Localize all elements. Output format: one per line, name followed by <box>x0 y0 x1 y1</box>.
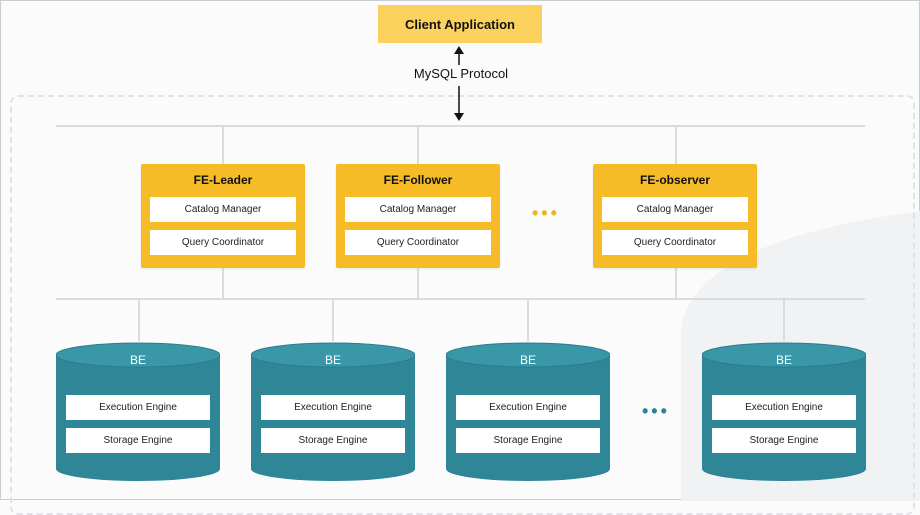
catalog-manager-box: Catalog Manager <box>602 197 748 222</box>
be-node: BE Execution Engine Storage Engine <box>446 341 610 481</box>
storage-engine-box: Storage Engine <box>456 428 600 453</box>
fe-title: FE-observer <box>639 173 711 187</box>
query-coordinator-box: Query Coordinator <box>345 230 491 255</box>
be-node: BE Execution Engine Storage Engine <box>251 341 415 481</box>
storage-engine-box: Storage Engine <box>66 428 210 453</box>
be-title: BE <box>324 353 341 367</box>
be-title: BE <box>129 353 146 367</box>
protocol-label: MySQL Protocol <box>413 66 509 81</box>
fe-follower-node: FE-Follower Catalog Manager Query Coordi… <box>336 164 500 268</box>
be-title: BE <box>775 353 792 367</box>
execution-engine-box: Execution Engine <box>712 395 856 420</box>
fe-observer-node: FE-observer Catalog Manager Query Coordi… <box>593 164 757 268</box>
catalog-manager-box: Catalog Manager <box>150 197 296 222</box>
execution-engine-box: Execution Engine <box>456 395 600 420</box>
connector-lines <box>56 125 865 341</box>
execution-engine-box: Execution Engine <box>261 395 405 420</box>
be-ellipsis: ••• <box>642 401 670 421</box>
be-node: BE Execution Engine Storage Engine <box>56 341 220 481</box>
be-node: BE Execution Engine Storage Engine <box>702 341 866 481</box>
client-application-box: Client Application <box>378 5 542 43</box>
be-title: BE <box>519 353 536 367</box>
arrow-down-icon <box>454 113 464 121</box>
catalog-manager-box: Catalog Manager <box>345 197 491 222</box>
fe-title: FE-Follower <box>383 173 453 187</box>
fe-ellipsis: ••• <box>532 203 560 223</box>
fe-leader-node: FE-Leader Catalog Manager Query Coordina… <box>141 164 305 268</box>
query-coordinator-box: Query Coordinator <box>602 230 748 255</box>
client-application-label: Client Application <box>404 16 516 32</box>
storage-engine-box: Storage Engine <box>261 428 405 453</box>
arrow-up-icon <box>454 46 464 54</box>
fe-title: FE-Leader <box>193 173 253 187</box>
execution-engine-box: Execution Engine <box>66 395 210 420</box>
storage-engine-box: Storage Engine <box>712 428 856 453</box>
protocol-arrows <box>454 46 464 121</box>
query-coordinator-box: Query Coordinator <box>150 230 296 255</box>
